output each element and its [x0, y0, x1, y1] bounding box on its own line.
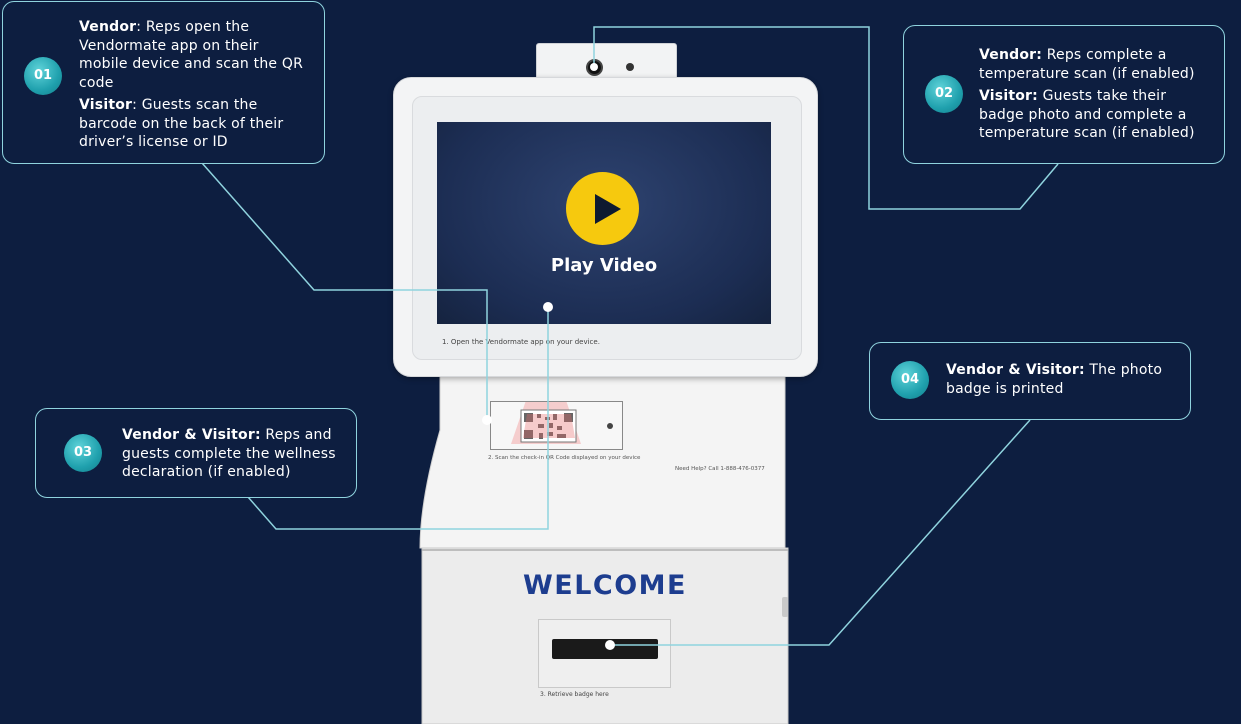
- help-phone-text: Need Help? Call 1-888-476-0377: [675, 466, 765, 472]
- step-number-badge: 01: [24, 57, 62, 95]
- step-lead: Vendor & Visitor:: [122, 427, 261, 443]
- step-text: : Guests scan the barcode on the back of…: [79, 97, 284, 150]
- step-line: Visitor: Guests scan the barcode on the …: [79, 96, 304, 152]
- step-text: The photo badge is printed: [946, 362, 1163, 397]
- step-line: Vendor: Reps open the Vendormate app on …: [79, 18, 304, 92]
- step-card-03: 03 Vendor & Visitor: Reps and guests com…: [35, 408, 357, 498]
- step-lead: Vendor:: [979, 47, 1043, 63]
- step-number-badge: 02: [925, 75, 963, 113]
- step-lead: Visitor: [79, 97, 133, 113]
- badge-printer: [538, 619, 671, 688]
- step-line: Vendor: Reps complete a temperature scan…: [979, 46, 1209, 83]
- step-card-02: 02 Vendor: Reps complete a temperature s…: [903, 25, 1225, 164]
- scanner-caption: 2. Scan the check-in QR Code displayed o…: [488, 455, 641, 461]
- play-video-button[interactable]: [566, 172, 639, 245]
- play-video-label[interactable]: Play Video: [550, 255, 658, 276]
- step-line: Vendor & Visitor: The photo badge is pri…: [946, 361, 1176, 398]
- step-number-badge: 03: [64, 434, 102, 472]
- badge-slot: [552, 639, 658, 659]
- screen-caption: 1. Open the Vendormate app on your devic…: [442, 338, 600, 346]
- step-line: Visitor: Guests take their badge photo a…: [979, 87, 1209, 143]
- step-lead: Visitor:: [979, 88, 1038, 104]
- qr-code-icon: [511, 380, 613, 444]
- qr-scanner: [490, 380, 623, 450]
- step-card-01: 01 Vendor: Reps open the Vendormate app …: [2, 1, 325, 164]
- step-line: Vendor & Visitor: Reps and guests comple…: [122, 426, 347, 482]
- kiosk-monitor: Play Video 1. Open the Vendormate app on…: [393, 77, 818, 377]
- step-lead: Vendor: [79, 19, 137, 35]
- video-screen[interactable]: Play Video: [437, 122, 771, 324]
- step-text: : Reps open the Vendormate app on their …: [79, 19, 304, 91]
- welcome-label: WELCOME: [522, 570, 687, 601]
- camera-lens-icon: [586, 59, 603, 76]
- badge-caption: 3. Retrieve badge here: [540, 691, 609, 698]
- sensor-icon: [626, 63, 634, 71]
- step-lead: Vendor & Visitor:: [946, 362, 1085, 378]
- step-number-badge: 04: [891, 361, 929, 399]
- step-card-04: 04 Vendor & Visitor: The photo badge is …: [869, 342, 1191, 420]
